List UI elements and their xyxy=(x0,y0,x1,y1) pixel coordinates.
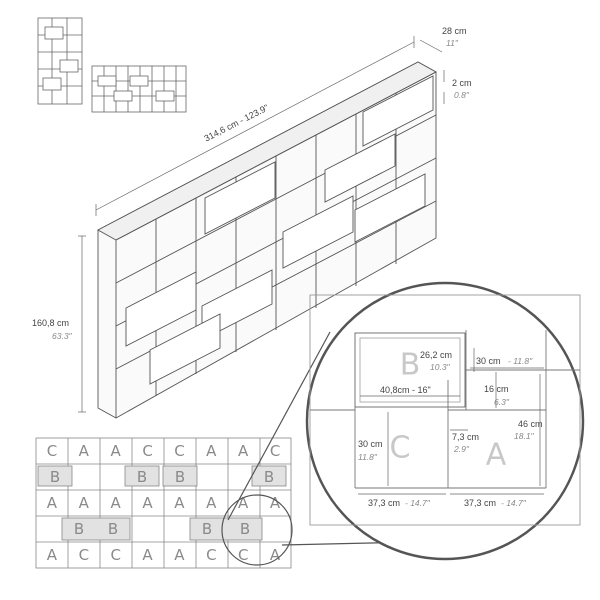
grid-letter-r1-c0: B xyxy=(50,468,60,486)
grid-letter-r4-c3: A xyxy=(142,546,153,564)
shelf-thickness-inch-label: 0.8" xyxy=(454,90,470,100)
grid-letter-r0-c1: A xyxy=(79,442,90,460)
dimension-lines xyxy=(78,36,445,413)
depth-inch-label: 11" xyxy=(446,38,459,48)
a-height-label: 46 cm xyxy=(518,419,543,429)
step-height-label: 16 cm xyxy=(484,384,509,394)
grid-letter-r1-c4: B xyxy=(175,468,185,486)
grid-letter-r4-c4: A xyxy=(174,546,185,564)
grid-letter-r2-c7: A xyxy=(270,494,281,512)
grid-letter-r2-c5: A xyxy=(206,494,217,512)
b-height-label: 26,2 cm xyxy=(420,350,452,360)
total-height-inch-label: 63.3" xyxy=(52,331,73,341)
gap-width-label: 30 cm xyxy=(476,356,501,366)
grid-letter-r4-c5: C xyxy=(206,546,216,564)
col1-width-label: 37,3 cm xyxy=(368,498,400,508)
c-height-inch-label: 11.8" xyxy=(358,452,378,462)
grid-letter-r0-c2: A xyxy=(111,442,122,460)
grid-letter-r2-c3: A xyxy=(142,494,153,512)
grid-letter-r2-c2: A xyxy=(111,494,122,512)
grid-letter-r0-c5: A xyxy=(206,442,217,460)
grid-letter-r4-c6: C xyxy=(238,546,248,564)
grid-letter-r1-c7: B xyxy=(264,468,274,486)
horizontal-layout-thumbnail xyxy=(91,65,187,113)
gap-width-inch-label: - 11.8" xyxy=(508,356,533,366)
detail-letter-c: C xyxy=(390,431,411,466)
grid-letter-r4-c0: A xyxy=(47,546,58,564)
vertical-layout-thumbnail xyxy=(37,17,83,105)
offset-inch-label: 2.9" xyxy=(453,444,470,454)
step-height-inch-label: 6.3" xyxy=(494,397,510,407)
grid-letter-r4-c2: C xyxy=(110,546,120,564)
offset-label: 7,3 cm xyxy=(452,432,479,442)
grid-letter-r0-c6: A xyxy=(238,442,249,460)
col2-width-label: 37,3 cm xyxy=(464,498,496,508)
b-height-inch-label: 10.3" xyxy=(430,362,451,372)
col2-width-inch-label: - 14.7" xyxy=(501,498,527,508)
detail-drawing xyxy=(309,294,581,526)
grid-letter-r1-c3: B xyxy=(137,468,147,486)
detail-letter-a: A xyxy=(486,438,507,473)
depth-label: 28 cm xyxy=(442,26,467,36)
grid-letter-r4-c7: A xyxy=(270,546,281,564)
grid-letter-r2-c0: A xyxy=(47,494,58,512)
front-layout-grid xyxy=(35,437,292,569)
grid-letter-r0-c3: C xyxy=(142,442,152,460)
shelf-thickness-label: 2 cm xyxy=(452,78,472,88)
grid-letter-r4-c1: C xyxy=(79,546,89,564)
bookcase-isometric-drawing xyxy=(97,61,437,419)
col1-width-inch-label: - 14.7" xyxy=(405,498,431,508)
grid-letter-r2-c1: A xyxy=(79,494,90,512)
grid-letter-r3-c1: B xyxy=(74,520,84,538)
total-height-label: 160,8 cm xyxy=(32,318,69,328)
grid-letter-r2-c6: A xyxy=(238,494,249,512)
detail-dimension-lines xyxy=(358,348,544,495)
grid-letter-r3-c2: B xyxy=(108,520,118,538)
grid-letter-r3-c6: B xyxy=(240,520,250,538)
b-width-label: 40,8cm - 16" xyxy=(380,385,431,395)
grid-letter-r3-c5: B xyxy=(202,520,212,538)
c-height-label: 30 cm xyxy=(358,439,383,449)
grid-letter-r0-c4: C xyxy=(174,442,184,460)
grid-letter-r2-c4: A xyxy=(174,494,185,512)
grid-letter-r0-c0: C xyxy=(47,442,57,460)
grid-letter-r0-c7: C xyxy=(270,442,280,460)
detail-letter-b: B xyxy=(400,348,421,383)
a-height-inch-label: 18.1" xyxy=(514,431,535,441)
